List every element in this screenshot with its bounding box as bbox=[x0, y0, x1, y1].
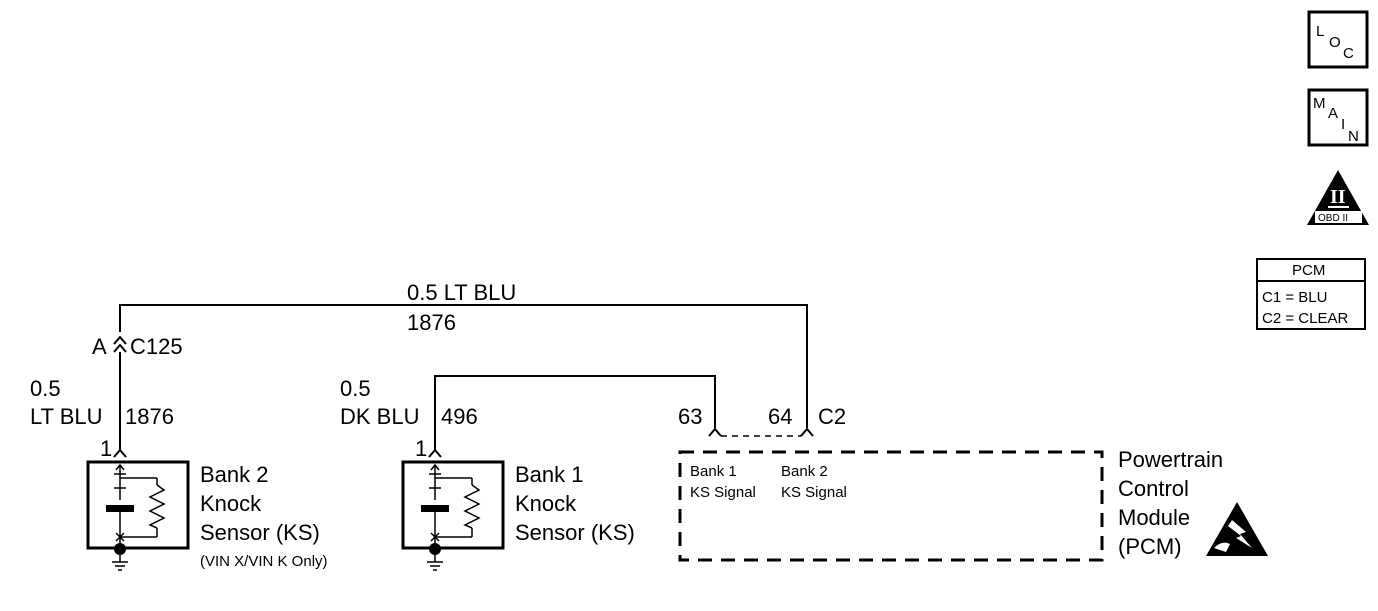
svg-text:M: M bbox=[1313, 95, 1326, 112]
svg-text:C: C bbox=[1343, 45, 1354, 62]
svg-text:OBD II: OBD II bbox=[1318, 213, 1348, 224]
bank2-pin-label: 1 bbox=[100, 436, 112, 461]
top-wire-size-color: 0.5 LT BLU bbox=[407, 280, 516, 305]
left-wire-circuit: 1876 bbox=[125, 404, 174, 429]
svg-text:N: N bbox=[1348, 128, 1359, 145]
pcm-label-line3: Module bbox=[1118, 505, 1190, 530]
pcm-bank1-signal-line1: Bank 1 bbox=[690, 463, 737, 480]
wire-496 bbox=[434, 375, 716, 451]
pcm-pin-63-connector bbox=[708, 427, 722, 437]
ground-icon bbox=[427, 555, 443, 571]
bank2-sensor-note: (VIN X/VIN K Only) bbox=[200, 553, 328, 570]
wire-1876-top bbox=[119, 304, 808, 428]
pcm-module-box bbox=[678, 450, 1104, 562]
obd-ii-icon: II OBD II bbox=[1307, 170, 1369, 225]
bank2-knock-sensor bbox=[86, 460, 190, 571]
pcm-legend-c1: C1 = BLU bbox=[1262, 289, 1327, 306]
mid-wire-color: DK BLU bbox=[340, 404, 419, 429]
mid-wire-size: 0.5 bbox=[340, 376, 371, 401]
pcm-pin-64-connector bbox=[800, 427, 814, 437]
c125-pin-label: A bbox=[92, 334, 107, 359]
svg-text:L: L bbox=[1316, 23, 1324, 40]
main-icon: M A I N bbox=[1307, 88, 1369, 147]
connector-c125 bbox=[113, 335, 127, 451]
c125-connector-label: C125 bbox=[130, 334, 183, 359]
location-icon: L O C bbox=[1307, 10, 1369, 69]
pcm-bank2-signal-line2: KS Signal bbox=[781, 484, 847, 501]
bank1-sensor-line2: Knock bbox=[515, 491, 577, 516]
mid-wire-circuit: 496 bbox=[441, 404, 478, 429]
svg-text:A: A bbox=[1328, 105, 1338, 122]
bank2-sensor-line1: Bank 2 bbox=[200, 462, 269, 487]
bank1-sensor-line3: Sensor (KS) bbox=[515, 520, 635, 545]
pcm-label-line2: Control bbox=[1118, 476, 1189, 501]
top-wire-circuit: 1876 bbox=[407, 310, 456, 335]
bank1-pin-label: 1 bbox=[415, 436, 427, 461]
esd-warning-icon bbox=[1206, 502, 1268, 556]
ground-icon bbox=[112, 555, 128, 571]
bank1-knock-sensor bbox=[401, 460, 505, 571]
bank1-pin-connector bbox=[428, 448, 442, 458]
bank1-sensor-line1: Bank 1 bbox=[515, 462, 584, 487]
pcm-connector-legend: PCM C1 = BLU C2 = CLEAR bbox=[1256, 258, 1366, 330]
pcm-connector-c2: C2 bbox=[818, 404, 846, 429]
pcm-bank1-signal-line2: KS Signal bbox=[690, 484, 756, 501]
svg-text:II: II bbox=[1330, 186, 1346, 208]
pcm-label-line1: Powertrain bbox=[1118, 447, 1223, 472]
bank2-sensor-line2: Knock bbox=[200, 491, 262, 516]
pcm-label-line4: (PCM) bbox=[1118, 534, 1182, 559]
pcm-pin-63: 63 bbox=[678, 404, 702, 429]
bank2-sensor-line3: Sensor (KS) bbox=[200, 520, 320, 545]
left-wire-size: 0.5 bbox=[30, 376, 61, 401]
left-wire-color: LT BLU bbox=[30, 404, 103, 429]
pcm-pin-64: 64 bbox=[768, 404, 792, 429]
pcm-legend-title: PCM bbox=[1292, 262, 1325, 279]
svg-text:O: O bbox=[1329, 34, 1341, 51]
pcm-bank2-signal-line1: Bank 2 bbox=[781, 463, 828, 480]
bank2-pin-connector bbox=[113, 448, 127, 458]
pcm-legend-c2: C2 = CLEAR bbox=[1262, 310, 1348, 327]
svg-text:I: I bbox=[1341, 116, 1345, 133]
